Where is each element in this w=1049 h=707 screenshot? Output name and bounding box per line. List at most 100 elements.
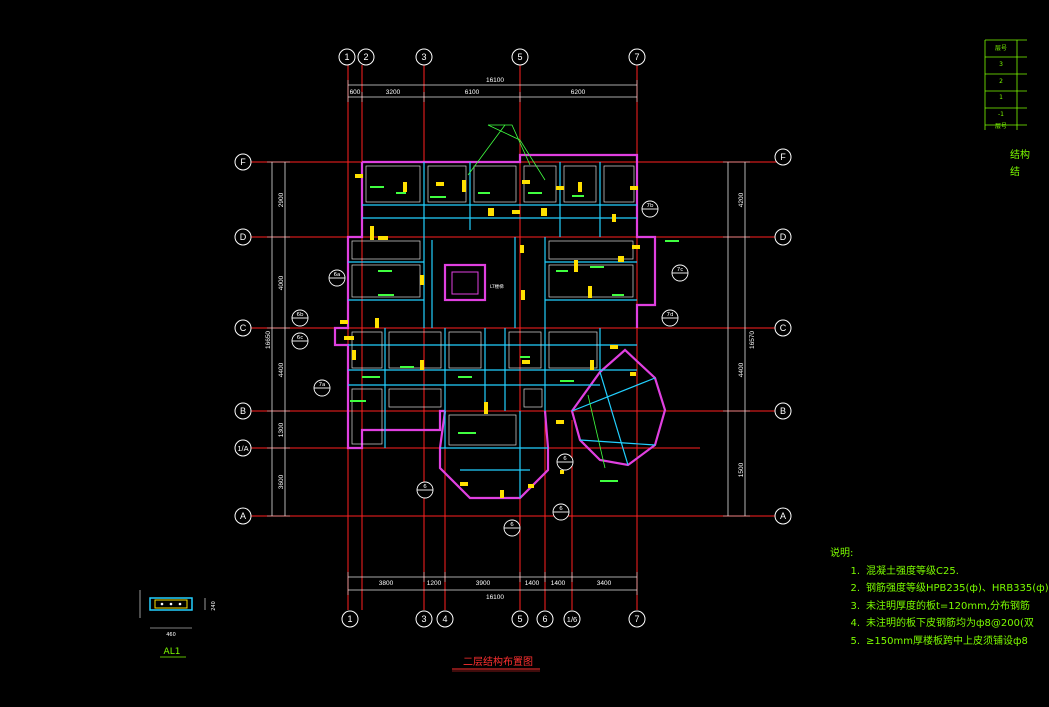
beam-detail-height: 240: [211, 601, 217, 611]
axis-bubble-bottom-1: 1: [341, 610, 359, 628]
svg-text:1/A: 1/A: [237, 444, 248, 453]
section-mark-6c: 6c: [291, 332, 309, 350]
columns: [340, 174, 640, 498]
section-marks: 6a 6b 6c 7a 7b 7c 7d 6 6 6 6: [291, 200, 689, 537]
legend-caption-2: 结: [1010, 165, 1020, 178]
section-mark-7b: 7b: [641, 200, 659, 218]
axis-bubble-left-1A: 1/A: [234, 439, 252, 457]
section-mark-bottom-4: 6: [556, 453, 574, 471]
svg-text:F: F: [780, 152, 786, 162]
svg-text:D: D: [780, 232, 787, 242]
axis-bubble-left-F: F: [234, 153, 252, 171]
legend-row-4: -1: [998, 111, 1004, 118]
legend-row-1: 3: [999, 61, 1003, 68]
section-mark-6a: 6a: [328, 269, 346, 287]
axis-bubble-bottom-4: 4: [436, 610, 454, 628]
legend-row-5: 层号: [995, 123, 1007, 130]
axis-bubble-top-7: 7: [628, 48, 646, 66]
svg-text:6: 6: [423, 484, 427, 490]
svg-text:5: 5: [517, 614, 522, 624]
axis-bubble-bottom-3: 3: [415, 610, 433, 628]
top-seg-3: 6100: [465, 89, 480, 96]
svg-text:C: C: [780, 323, 787, 333]
svg-text:7: 7: [634, 614, 639, 624]
stair-opening: [451, 271, 479, 295]
green-annotations: [350, 186, 679, 482]
note-3: 3.未注明厚度的板t=120mm,分布钢筋: [850, 600, 1031, 612]
axis-bubble-bottom-5: 5: [511, 610, 529, 628]
note-2: 2.钢筋强度等级HPB235(ф)、HRB335(ф): [850, 583, 1049, 594]
svg-text:B: B: [780, 406, 786, 416]
svg-text:3: 3: [421, 614, 426, 624]
axis-bubble-top-2: 2: [357, 48, 375, 66]
bottom-seg-2: 1200: [427, 580, 442, 587]
svg-text:3: 3: [421, 52, 426, 62]
left-total-dim: 16650: [265, 331, 272, 349]
beam-detail-title: AL1: [164, 647, 181, 657]
svg-text:1: 1: [344, 52, 349, 62]
svg-text:2: 2: [363, 52, 368, 62]
svg-text:B: B: [240, 406, 246, 416]
interior-beams: [348, 162, 656, 498]
section-mark-7c: 7c: [671, 264, 689, 282]
svg-text:6: 6: [542, 614, 547, 624]
bottom-total-dim: 16100: [486, 594, 504, 601]
note-5: 5.≥150mm厚楼板跨中上皮须铺设ф8: [850, 635, 1028, 647]
stair-label: LT楼梯: [490, 283, 504, 290]
left-dim-1: 2900: [278, 192, 285, 207]
right-total-dim: 16570: [749, 331, 756, 349]
svg-text:6: 6: [563, 456, 567, 462]
axis-bubble-right-B: B: [774, 402, 792, 420]
top-seg-1: 600: [350, 89, 361, 96]
bottom-seg-1: 3800: [379, 580, 394, 587]
legend-row-3: 1: [999, 94, 1003, 101]
svg-text:6a: 6a: [334, 272, 341, 278]
notes-block: 说明: 1.混凝土强度等级C25. 2.钢筋强度等级HPB235(ф)、HRB3…: [830, 545, 1049, 650]
section-mark-7d: 7d: [661, 309, 679, 327]
section-mark-7a: 7a: [313, 379, 331, 397]
legend-header: 层号: [995, 45, 1007, 52]
axis-bubble-right-C: C: [774, 319, 792, 337]
note-4: 4.未注明的板下皮钢筋均为ф8@200(双: [850, 618, 1034, 629]
svg-text:6c: 6c: [297, 335, 304, 341]
bottom-seg-5: 1400: [551, 580, 566, 587]
top-seg-2: 3200: [386, 89, 401, 96]
right-dim-1: 4200: [738, 192, 745, 207]
axis-bubble-right-D: D: [774, 228, 792, 246]
svg-text:1/6: 1/6: [567, 615, 577, 624]
axis-bubble-top-3: 3: [415, 48, 433, 66]
svg-text:7c: 7c: [677, 267, 684, 273]
notes-heading: 说明:: [830, 548, 854, 559]
svg-text:4: 4: [442, 614, 447, 624]
svg-text:7: 7: [634, 52, 639, 62]
section-mark-bottom-3: 6: [552, 503, 570, 521]
axis-bubble-bottom-7: 7: [628, 610, 646, 628]
svg-text:5: 5: [517, 52, 522, 62]
svg-text:7d: 7d: [667, 312, 674, 318]
axis-bubble-bottom-6: 6: [536, 610, 554, 628]
axis-bubble-left-C: C: [234, 319, 252, 337]
svg-text:D: D: [240, 232, 247, 242]
bottom-seg-6: 3400: [597, 580, 612, 587]
svg-text:6: 6: [510, 522, 514, 528]
top-total-dim: 16100: [486, 77, 504, 84]
bottom-seg-3: 3900: [476, 580, 491, 587]
beam-detail-width: 460: [166, 632, 176, 638]
svg-text:7a: 7a: [319, 382, 326, 388]
legend-caption-1: 结构: [1010, 148, 1030, 161]
bottom-seg-4: 1400: [525, 580, 540, 587]
svg-text:C: C: [240, 323, 247, 333]
svg-text:A: A: [240, 511, 246, 521]
left-dim-5: 3600: [278, 474, 285, 489]
section-mark-6b: 6b: [291, 309, 309, 327]
dimension-lines: [267, 80, 750, 595]
axis-bubble-right-A: A: [774, 507, 792, 525]
legend-table: [984, 39, 1027, 130]
right-dim-3: 1500: [738, 462, 745, 477]
axis-bubble-left-D: D: [234, 228, 252, 246]
svg-text:6: 6: [559, 506, 563, 512]
axis-bubble-top-5: 5: [511, 48, 529, 66]
top-seg-4: 6200: [571, 89, 586, 96]
note-1: 1.混凝土强度等级C25.: [850, 565, 959, 577]
floor-plan-drawing: 16100 600 3200 6100 6200 3800 1200 3900 …: [139, 39, 1030, 672]
